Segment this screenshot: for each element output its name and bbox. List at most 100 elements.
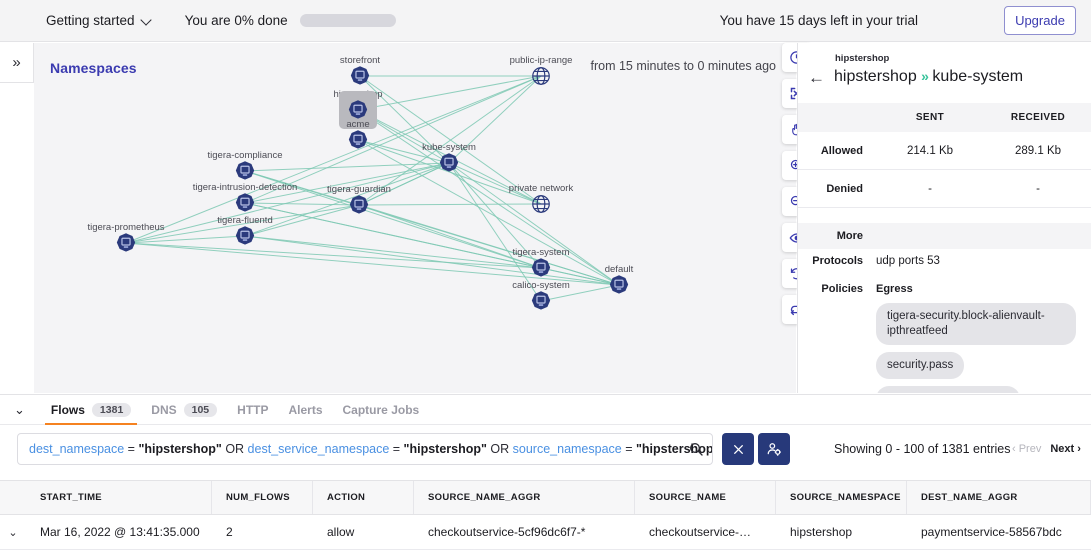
detail-title: hipstershop » kube-system bbox=[834, 68, 1023, 86]
protocols-value: udp ports 53 bbox=[876, 255, 940, 267]
workload-icon bbox=[116, 233, 136, 252]
graph-node-public-ip-range[interactable] bbox=[530, 65, 552, 87]
graph-node-tigera-prometheus[interactable] bbox=[115, 232, 137, 254]
graph-node-tigera-compliance[interactable] bbox=[234, 160, 256, 182]
back-arrow-icon[interactable]: ← bbox=[808, 67, 825, 87]
cell-source_name_aggr: checkoutservice-5cf96dc6f7-* bbox=[428, 525, 586, 539]
query-token-op: = bbox=[621, 442, 636, 456]
allowed-received: 289.1 Kb bbox=[1014, 144, 1062, 157]
workload-icon bbox=[439, 153, 459, 172]
policies-direction: Egress bbox=[876, 283, 913, 295]
cell-dest_name_aggr: paymentservice-58567bdc bbox=[921, 525, 1062, 539]
column-header-source_namespace[interactable]: SOURCE_NAMESPACE bbox=[776, 481, 907, 514]
results-count-label: Showing 0 - 100 of 1381 entries bbox=[834, 442, 1011, 456]
getting-started-label: Getting started bbox=[46, 13, 135, 28]
clear-search-button[interactable] bbox=[722, 433, 754, 465]
column-header-dest_name_aggr[interactable]: DEST_NAME_AGGR bbox=[907, 481, 1091, 514]
cell-num_flows: 2 bbox=[226, 525, 233, 539]
double-chevron-down-icon[interactable]: ⌄ bbox=[14, 401, 25, 417]
graph-node-calico-system[interactable] bbox=[530, 290, 552, 312]
query-token-field: source_namespace bbox=[512, 442, 622, 456]
graph-node-private-network[interactable] bbox=[530, 193, 552, 215]
graph-time-range-label: from 15 minutes to 0 minutes ago bbox=[590, 59, 776, 73]
row-expand-chevron-down-icon[interactable]: ⌄ bbox=[8, 526, 18, 539]
globe-icon bbox=[532, 67, 550, 85]
query-token-val: "hipstershop" bbox=[403, 442, 487, 456]
tab-alerts[interactable]: Alerts bbox=[279, 394, 333, 425]
tab-count-badge: 1381 bbox=[91, 402, 132, 417]
query-token-op: OR bbox=[221, 442, 248, 456]
cell-source_name: checkoutservice-… bbox=[649, 525, 752, 539]
graph-node-storefront[interactable] bbox=[349, 65, 371, 87]
search-icon[interactable] bbox=[688, 441, 704, 462]
query-token-op: = bbox=[389, 442, 404, 456]
workload-icon bbox=[531, 258, 551, 277]
traffic-summary-table: SENT RECEIVED Allowed 214.1 Kb 289.1 Kb … bbox=[798, 103, 1091, 208]
service-graph-panel[interactable]: Namespaces from 15 minutes to 0 minutes … bbox=[34, 43, 796, 393]
tab-label: DNS bbox=[151, 402, 177, 417]
policy-chip[interactable]: platform.allow-kube-dns bbox=[876, 385, 1021, 393]
graph-node-tigera-system[interactable] bbox=[530, 257, 552, 279]
graph-node-tigera-guardian[interactable] bbox=[348, 194, 370, 216]
getting-started-dropdown[interactable]: Getting started bbox=[46, 13, 153, 28]
policy-chip[interactable]: security.pass bbox=[876, 351, 965, 379]
column-header-action[interactable]: ACTION bbox=[313, 481, 414, 514]
workload-icon bbox=[235, 161, 255, 180]
search-input[interactable]: dest_namespace = "hipstershop" OR dest_s… bbox=[17, 433, 713, 465]
graph-view-title: Namespaces bbox=[50, 60, 137, 76]
tab-flows[interactable]: Flows 1381 bbox=[41, 394, 141, 425]
graph-node-acme[interactable] bbox=[347, 129, 369, 151]
column-header-source_name[interactable]: SOURCE_NAME bbox=[635, 481, 776, 514]
workload-icon bbox=[350, 66, 370, 85]
workload-icon bbox=[348, 130, 368, 149]
tab-capture-jobs[interactable]: Capture Jobs bbox=[333, 394, 430, 425]
col-sent: SENT bbox=[915, 112, 945, 123]
protocols-label: Protocols bbox=[812, 255, 863, 267]
policies-row: Policies Egress tigera-security.block-al… bbox=[798, 283, 1091, 393]
tab-http[interactable]: HTTP bbox=[227, 394, 278, 425]
policy-chip[interactable]: tigera-security.block-alienvault-ipthrea… bbox=[876, 303, 1076, 345]
column-header-start_time[interactable]: START_TIME bbox=[26, 481, 212, 514]
top-bar: Getting started You are 0% done You have… bbox=[0, 0, 1091, 42]
search-row: dest_namespace = "hipstershop" OR dest_s… bbox=[0, 428, 1091, 476]
prev-page-button[interactable]: ‹ Prev bbox=[1012, 443, 1042, 455]
policies-label: Policies bbox=[821, 283, 863, 295]
chevron-down-icon bbox=[142, 15, 153, 26]
query-token-op: = bbox=[124, 442, 139, 456]
graph-node-tigera-intrusion-detection[interactable] bbox=[234, 192, 256, 214]
sidebar-expand-button[interactable]: » bbox=[0, 43, 34, 83]
more-label: More bbox=[836, 230, 863, 242]
cell-action: allow bbox=[327, 525, 355, 539]
workload-icon bbox=[348, 100, 368, 119]
row-label-denied: Denied bbox=[826, 182, 863, 195]
saved-filters-button[interactable] bbox=[758, 433, 790, 465]
next-page-button[interactable]: Next › bbox=[1050, 443, 1081, 455]
graph-node-hipstershop[interactable] bbox=[339, 91, 377, 129]
search-query-text: dest_namespace = "hipstershop" OR dest_s… bbox=[29, 442, 712, 456]
column-header-num_flows[interactable]: NUM_FLOWS bbox=[212, 481, 313, 514]
graph-node-tigera-fluentd[interactable] bbox=[234, 225, 256, 247]
traffic-table-header: SENT RECEIVED bbox=[798, 103, 1091, 132]
protocols-row: Protocols udp ports 53 bbox=[798, 255, 1091, 267]
upgrade-button[interactable]: Upgrade bbox=[1004, 6, 1076, 35]
tab-label: Flows bbox=[50, 402, 85, 417]
more-section-header[interactable]: More bbox=[798, 223, 1091, 249]
expand-column-header bbox=[0, 481, 26, 514]
tab-label: Alerts bbox=[288, 402, 323, 417]
query-token-field: dest_namespace bbox=[29, 442, 125, 456]
query-token-val: "hipstershop" bbox=[138, 442, 222, 456]
pagination: ‹ Prev Next › bbox=[1012, 443, 1081, 455]
tab-label: HTTP bbox=[237, 402, 269, 417]
graph-node-default[interactable] bbox=[608, 274, 630, 296]
graph-node-kube-system[interactable] bbox=[438, 152, 460, 174]
table-row: Allowed 214.1 Kb 289.1 Kb bbox=[798, 132, 1091, 170]
progress-label: You are 0% done bbox=[184, 13, 288, 28]
denied-sent: - bbox=[928, 182, 932, 195]
column-header-source_name_aggr[interactable]: SOURCE_NAME_AGGR bbox=[414, 481, 635, 514]
detail-title-row: ← hipstershop » kube-system bbox=[808, 68, 1085, 86]
